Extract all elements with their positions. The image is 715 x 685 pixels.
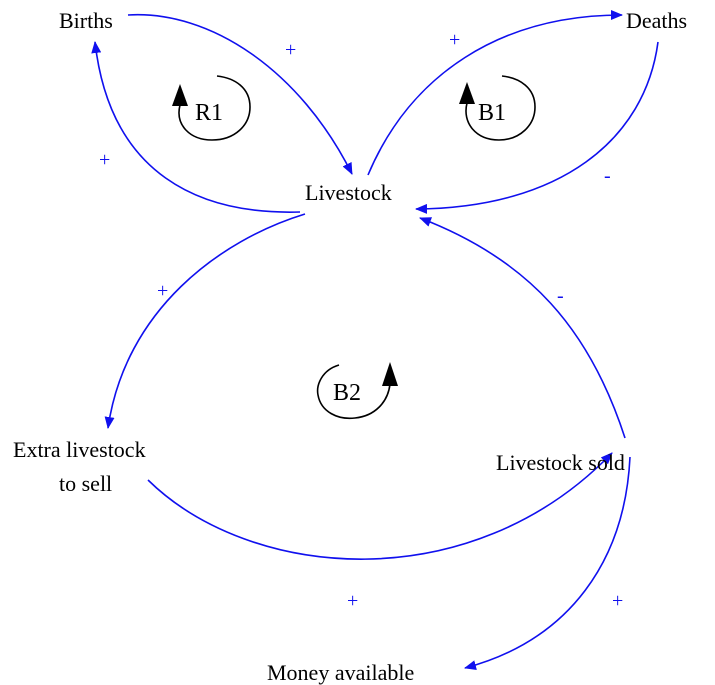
link-livestock-to-births bbox=[91, 41, 301, 213]
link-births-to-livestock bbox=[127, 13, 353, 175]
loop-b2: B2 bbox=[316, 362, 398, 420]
polarity-extra-livestock-to-livestock-sold: + bbox=[347, 590, 358, 612]
loop-b1-arrow-icon bbox=[465, 75, 536, 141]
link-extra-livestock-to-livestock-sold bbox=[147, 452, 613, 560]
node-livestock: Livestock bbox=[305, 180, 392, 205]
link-livestock-to-deaths bbox=[367, 10, 623, 176]
link-livestock-to-extra-livestock bbox=[104, 213, 306, 429]
polarity-livestock-sold-to-money-available: + bbox=[612, 590, 623, 612]
node-livestock-sold: Livestock sold bbox=[496, 450, 625, 475]
loop-r1-arrowhead-icon bbox=[172, 84, 188, 106]
polarity-deaths-to-livestock: - bbox=[604, 165, 611, 187]
loop-b2-arrowhead-icon bbox=[382, 362, 398, 386]
loop-b2-label: B2 bbox=[333, 380, 361, 406]
polarity-livestock-sold-to-livestock: - bbox=[557, 285, 564, 307]
node-deaths: Deaths bbox=[626, 8, 687, 33]
loop-r1-arrow-icon bbox=[178, 75, 251, 141]
node-births: Births bbox=[59, 8, 113, 33]
node-extra-livestock-line2: to sell bbox=[59, 471, 112, 496]
loop-b2-arrow-icon bbox=[316, 364, 391, 420]
polarity-livestock-to-births: + bbox=[99, 149, 110, 171]
polarity-births-to-livestock: + bbox=[285, 39, 296, 61]
link-deaths-to-livestock bbox=[415, 41, 659, 214]
polarity-livestock-to-extra-livestock: + bbox=[157, 280, 168, 302]
link-livestock-sold-to-money-available bbox=[464, 456, 631, 670]
loop-b1-label: B1 bbox=[478, 100, 506, 126]
loop-b1-arrowhead-icon bbox=[459, 82, 475, 104]
polarity-livestock-to-deaths: + bbox=[449, 29, 460, 51]
link-livestock-sold-to-livestock bbox=[419, 217, 626, 439]
node-extra-livestock-line1: Extra livestock bbox=[13, 437, 146, 462]
loop-r1-label: R1 bbox=[195, 100, 223, 126]
node-money-available: Money available bbox=[267, 660, 414, 685]
loop-b1: B1 bbox=[459, 75, 536, 141]
loop-r1: R1 bbox=[172, 75, 251, 141]
